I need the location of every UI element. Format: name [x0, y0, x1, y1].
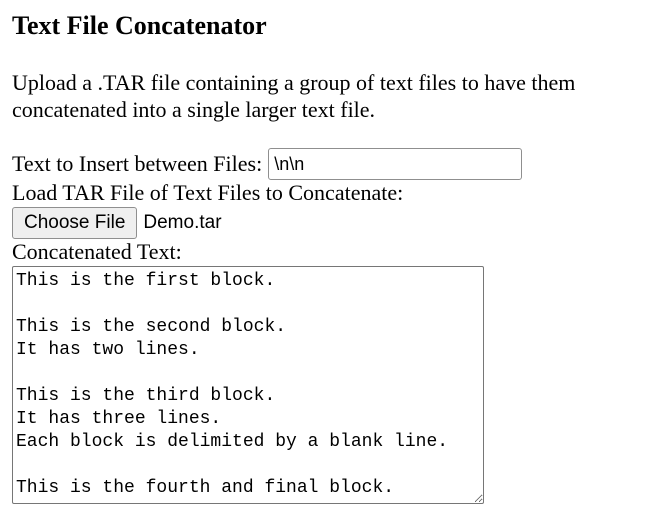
- choose-file-button[interactable]: Choose File: [12, 207, 138, 239]
- output-label: Concatenated Text:: [12, 239, 182, 264]
- concatenated-text-output[interactable]: [12, 266, 484, 504]
- delimiter-label: Text to Insert between Files:: [12, 151, 263, 176]
- delimiter-input[interactable]: [268, 148, 523, 180]
- load-file-label: Load TAR File of Text Files to Concatena…: [12, 180, 404, 205]
- intro-text: Upload a .TAR file containing a group of…: [12, 70, 576, 122]
- page-title: Text File Concatenator: [12, 11, 267, 40]
- selected-file-name: Demo.tar: [143, 212, 222, 233]
- delimiter-row: Text to Insert between Files:: [12, 148, 523, 180]
- file-picker: Choose File Demo.tar: [12, 207, 222, 239]
